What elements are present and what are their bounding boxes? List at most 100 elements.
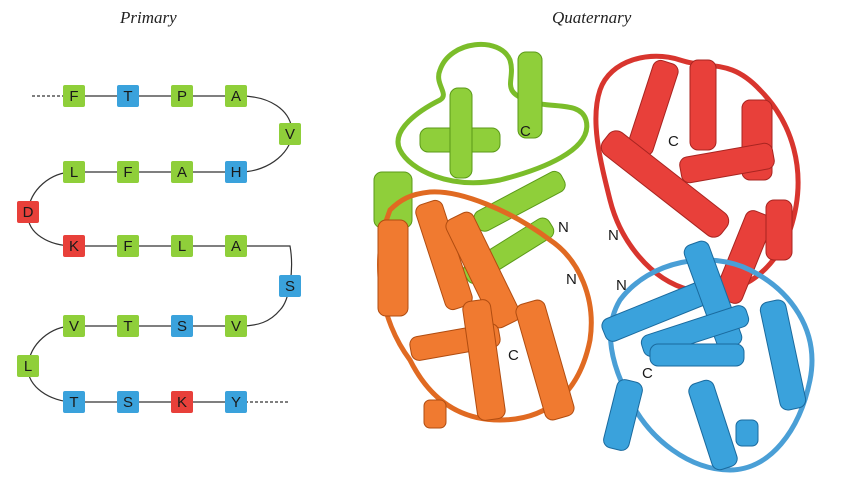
residue-box: [171, 235, 193, 257]
residue-letter: L: [70, 164, 78, 181]
residue-t-6-2: T: [117, 315, 139, 337]
red-helix-6: [765, 199, 793, 261]
residue-a-4-3: A: [225, 235, 247, 257]
residue-v-6-0: V: [225, 315, 247, 337]
residue-box: [171, 85, 193, 107]
orange-helix-5: [462, 299, 506, 421]
blue-helix-4: [649, 343, 745, 367]
residue-letter: K: [177, 394, 187, 411]
residue-box: [225, 161, 247, 183]
residue-l-4-2: L: [171, 235, 193, 257]
residue-s-5-0: S: [279, 275, 301, 297]
subunit-red: [593, 53, 801, 304]
residue-s-8-1: S: [117, 391, 139, 413]
residue-k-8-2: K: [171, 391, 193, 413]
residue-letter: A: [231, 238, 241, 255]
residue-letter: V: [285, 126, 295, 143]
terminus-n-blue: N: [616, 277, 627, 294]
residue-a-0-3: A: [225, 85, 247, 107]
residue-box: [63, 235, 85, 257]
residue-v-6-3: V: [63, 315, 85, 337]
residue-letter: F: [123, 164, 132, 181]
red-helix-7: [679, 142, 775, 184]
residue-f-2-2: F: [117, 161, 139, 183]
residue-letter: A: [231, 88, 241, 105]
residue-a-2-1: A: [171, 161, 193, 183]
residue-letter: K: [69, 238, 79, 255]
residue-k-4-0: K: [63, 235, 85, 257]
blue-helix-7: [759, 299, 807, 411]
residue-l-2-3: L: [63, 161, 85, 183]
primary-sequence-diagram: F T P A V H A F L D K F L A S V S T V L T S K Y: [17, 85, 301, 413]
residue-box: [117, 235, 139, 257]
red-helix-3: [600, 130, 730, 238]
residue-t-0-1: T: [117, 85, 139, 107]
residue-letter: P: [177, 88, 187, 105]
residue-p-0-2: P: [171, 85, 193, 107]
residue-f-0-0: F: [63, 85, 85, 107]
residue-v-1-0: V: [279, 123, 301, 145]
residue-box: [17, 355, 39, 377]
terminus-n-green: N: [558, 219, 569, 236]
residue-box: [63, 391, 85, 413]
residue-y-8-3: Y: [225, 391, 247, 413]
residue-letter: T: [123, 88, 132, 105]
residue-h-2-0: H: [225, 161, 247, 183]
residue-letter: S: [177, 318, 187, 335]
residue-letter: H: [231, 164, 242, 181]
residue-box: [63, 315, 85, 337]
residue-letter: V: [231, 318, 241, 335]
subunit-orange: [377, 189, 594, 429]
residue-letter: T: [123, 318, 132, 335]
residue-box: [225, 391, 247, 413]
terminus-c-blue: C: [642, 365, 653, 382]
residue-box: [171, 391, 193, 413]
green-loop: [395, 41, 590, 186]
orange-helix-6: [515, 299, 575, 421]
residue-f-4-1: F: [117, 235, 139, 257]
quaternary-structure-illustration: C C N N N N C C: [373, 41, 815, 473]
terminus-c-red: C: [668, 133, 679, 150]
residue-t-8-0: T: [63, 391, 85, 413]
residue-box: [279, 123, 301, 145]
green-helix-2: [517, 51, 543, 139]
residue-letter: F: [69, 88, 78, 105]
terminus-n-orange: N: [566, 271, 577, 288]
residue-box: [225, 85, 247, 107]
residue-box: [63, 161, 85, 183]
residue-letter: T: [69, 394, 78, 411]
terminus-c-green: C: [520, 123, 531, 140]
orange-helix-1: [377, 219, 409, 317]
quaternary-heading: Quaternary: [552, 8, 632, 27]
residue-box: [117, 85, 139, 107]
orange-helix-7: [423, 399, 447, 429]
residue-letter: S: [123, 394, 133, 411]
primary-heading: Primary: [120, 8, 177, 27]
subunit-blue: [601, 240, 815, 473]
orange-loop: [377, 189, 594, 423]
residue-box: [117, 161, 139, 183]
blue-helix-8: [735, 419, 759, 447]
residue-letter: V: [69, 318, 79, 335]
residue-box: [63, 85, 85, 107]
green-helix-3: [449, 87, 473, 179]
red-helix-2: [689, 59, 717, 151]
residue-letter: D: [23, 204, 34, 221]
residue-letter: L: [178, 238, 186, 255]
terminus-n-red: N: [608, 227, 619, 244]
residue-letter: S: [285, 278, 295, 295]
residue-letter: Y: [231, 394, 241, 411]
residue-letter: A: [177, 164, 187, 181]
residue-box: [117, 315, 139, 337]
residue-d-3-0: D: [17, 201, 39, 223]
residue-box: [117, 391, 139, 413]
residue-box: [225, 315, 247, 337]
residue-box: [279, 275, 301, 297]
residue-box: [225, 235, 247, 257]
terminus-c-orange: C: [508, 347, 519, 364]
residue-l-7-0: L: [17, 355, 39, 377]
residue-s-6-1: S: [171, 315, 193, 337]
residue-letter: F: [123, 238, 132, 255]
primary-structure-panel: Primary F T P A V H A F L D K F L A S V S T V L T S K Y: [0, 0, 330, 494]
residue-box: [17, 201, 39, 223]
